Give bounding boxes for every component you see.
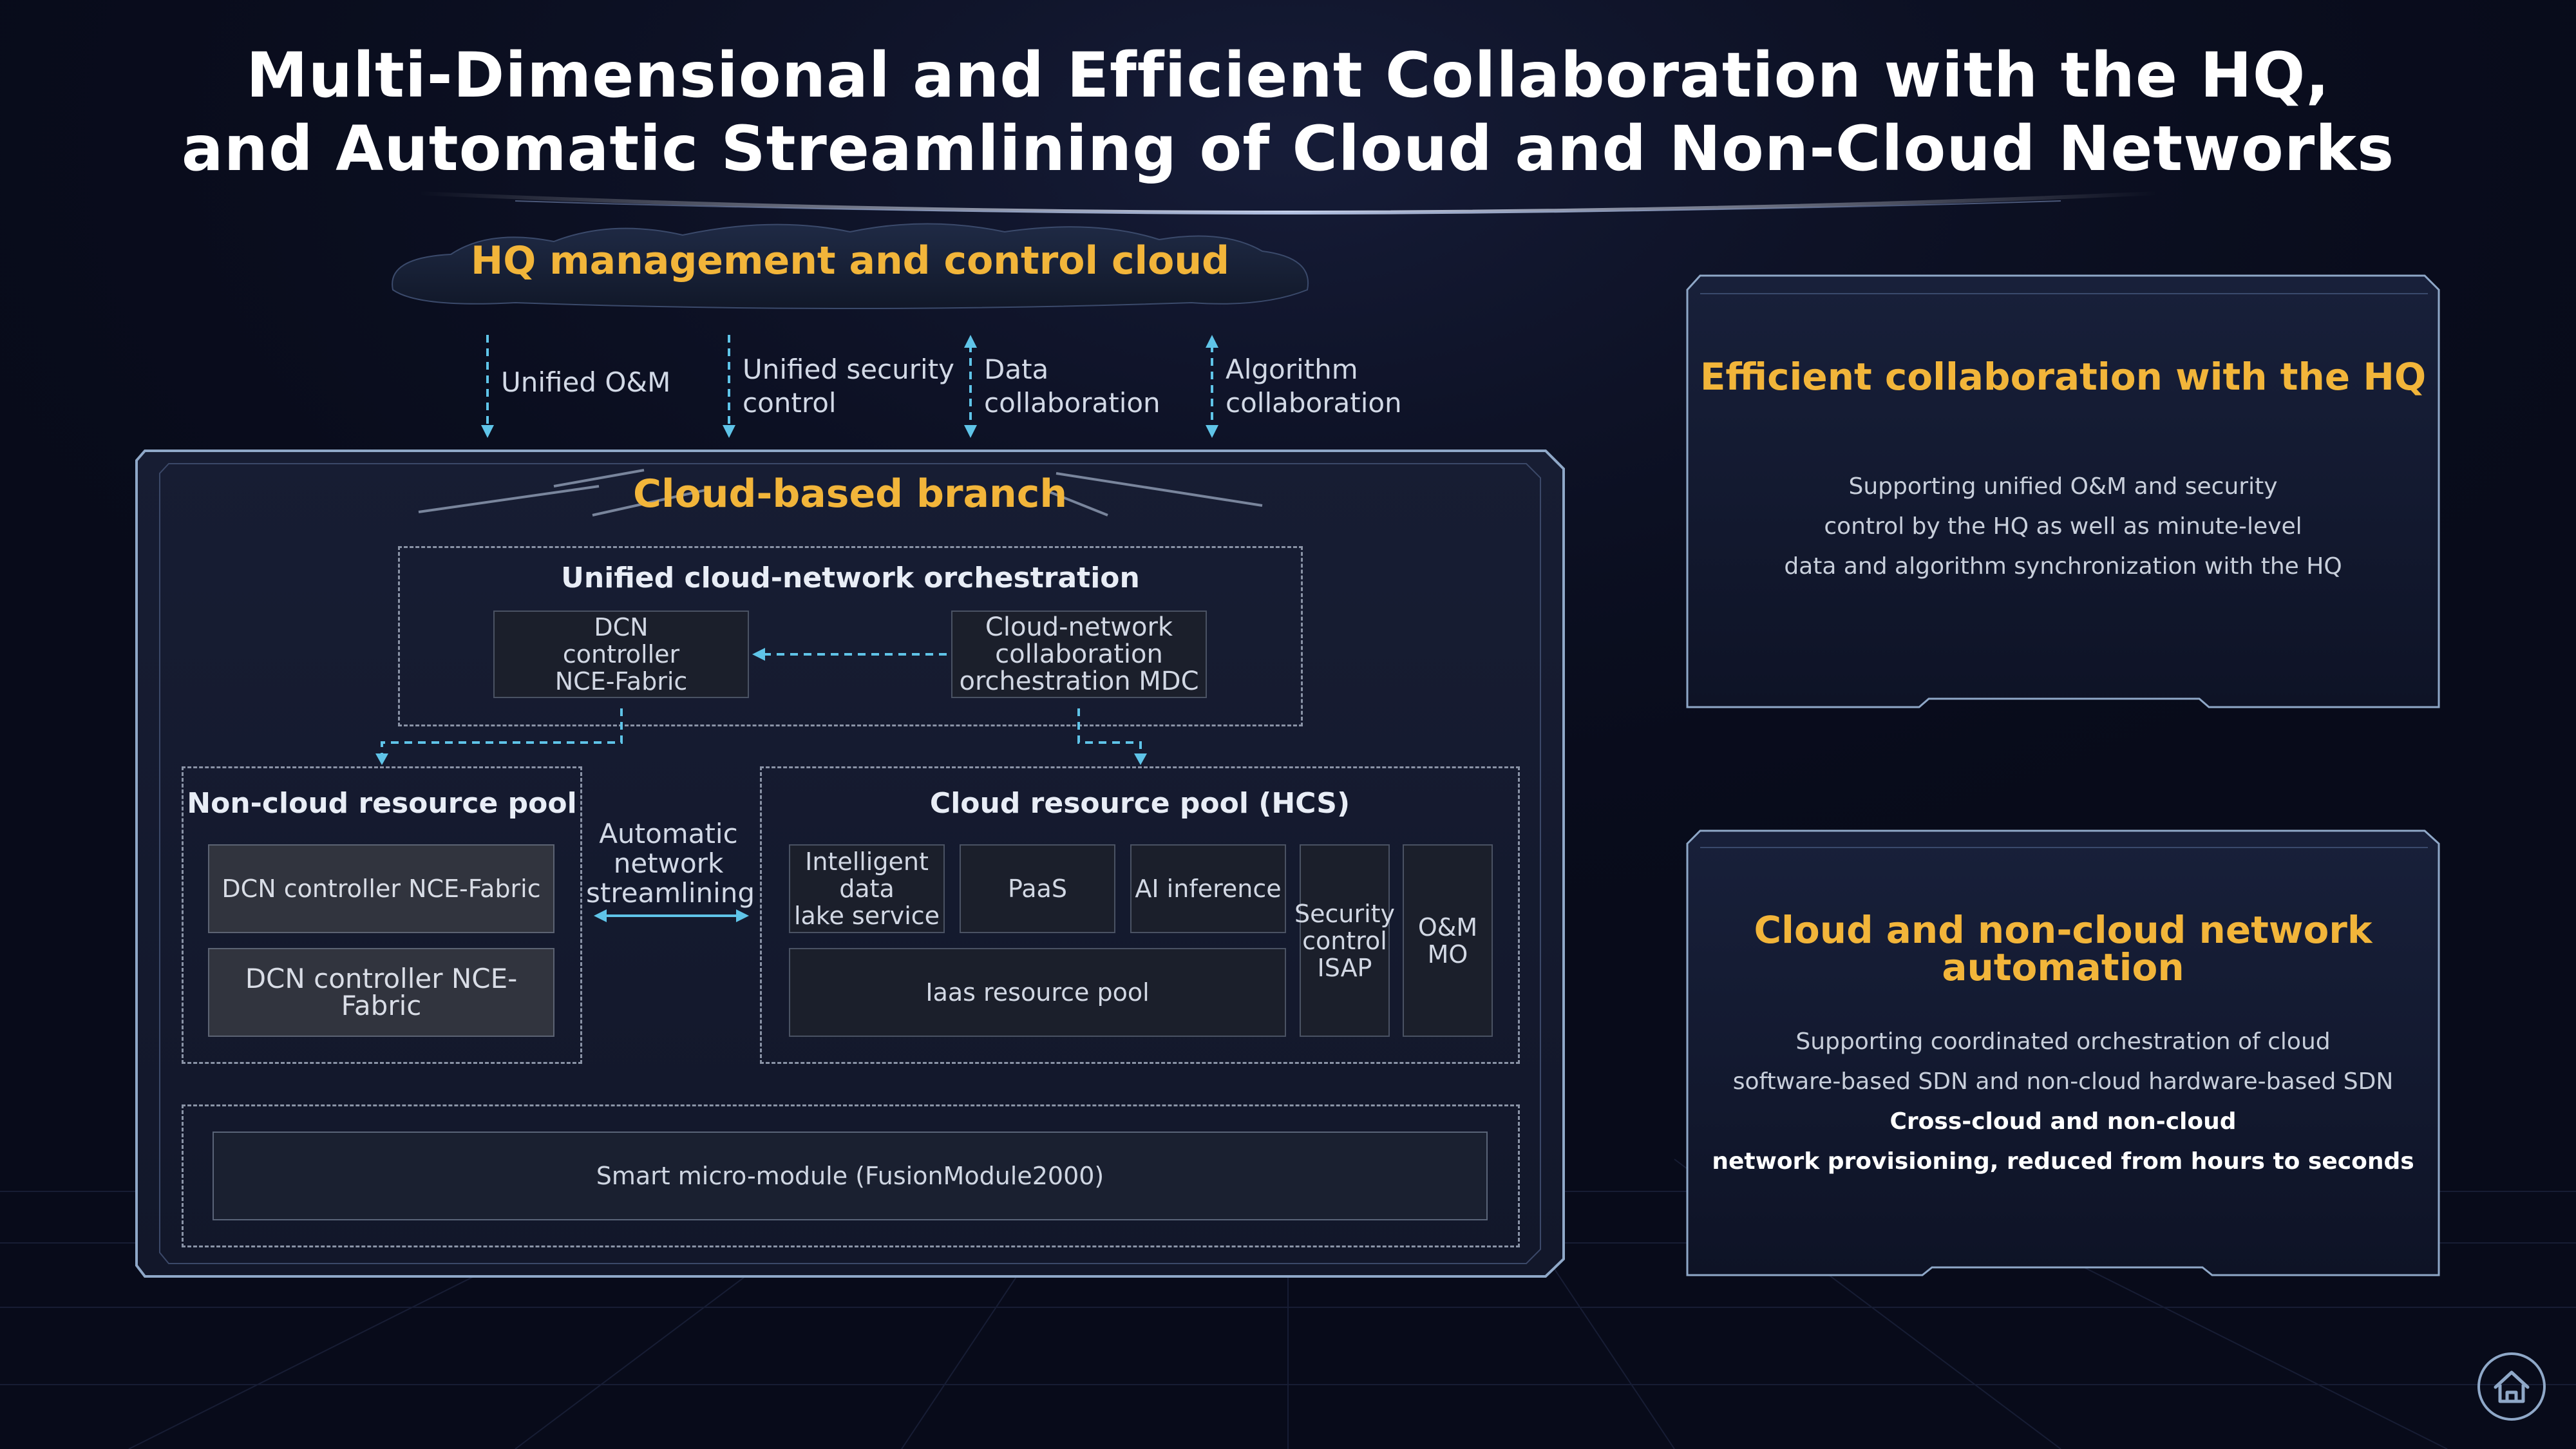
non-cloud-item-1: DCN controller NCE-Fabric (208, 844, 554, 933)
arrow-mdc-to-cloud (1077, 708, 1142, 757)
cloud-item-data-lake-label: Intelligent data lake service (793, 848, 940, 930)
non-cloud-pool-section (182, 766, 582, 1064)
page-title-line2: and Automatic Streamlining of Cloud and … (181, 113, 2395, 185)
panel-hq-collaboration-line: data and algorithm synchronization with … (1784, 553, 2342, 580)
smart-module-box: Smart micro-module (FusionModule2000) (213, 1132, 1488, 1220)
cloud-item-data-lake: Intelligent data lake service (789, 844, 945, 933)
cloud-item-security-isap: Security control ISAP (1294, 844, 1395, 1037)
mdc-box: Cloud-network collaboration orchestratio… (951, 611, 1207, 698)
panel-hq-collaboration-title: Efficient collaboration with the HQ (1700, 355, 2427, 399)
panel-network-automation-highlight: Cross-cloud and non-cloud network provis… (1687, 1102, 2439, 1182)
conn-label-algorithm-collaboration: Algorithm collaboration (1226, 354, 1402, 419)
smart-module-section (182, 1104, 1520, 1247)
cloud-item-paas: PaaS (960, 844, 1115, 933)
non-cloud-item-1-label: DCN controller NCE-Fabric (222, 875, 541, 903)
panel-network-automation-line: Supporting coordinated orchestration of … (1795, 1028, 2331, 1055)
home-button[interactable] (2476, 1351, 2547, 1422)
non-cloud-pool-title: Non-cloud resource pool (187, 787, 577, 820)
dcn-controller-box: DCN controller NCE-Fabric (493, 611, 749, 698)
mdc-label: Cloud-network collaboration orchestratio… (959, 612, 1199, 696)
cloud-item-ai-inference-label: AI inference (1135, 875, 1282, 903)
page-title: Multi-Dimensional and Efficient Collabor… (0, 39, 2576, 185)
smart-module-label: Smart micro-module (FusionModule2000) (596, 1162, 1104, 1190)
arrow-dcn-to-non-cloud (381, 708, 623, 757)
panel-network-automation-highlight-line: Cross-cloud and non-cloud (1889, 1108, 2237, 1135)
panel-network-automation-line: software-based SDN and non-cloud hardwar… (1732, 1068, 2394, 1095)
non-cloud-item-2-label: DCN controller NCE-Fabric (245, 963, 518, 1021)
panel-hq-collaboration-text: Supporting unified O&M and security cont… (1687, 467, 2439, 587)
cloud-item-paas-label: PaaS (1008, 875, 1067, 903)
cloud-item-security-isap-label: Security control ISAP (1294, 899, 1396, 982)
conn-label-unified-om: Unified O&M (501, 366, 671, 398)
orchestration-section (398, 546, 1303, 726)
page-title-line1: Multi-Dimensional and Efficient Collabor… (246, 39, 2330, 111)
cloud-item-ai-inference: AI inference (1130, 844, 1286, 933)
branch-title: Cloud-based branch (632, 471, 1068, 516)
cloud-item-iaas: Iaas resource pool (789, 948, 1286, 1037)
panel-network-automation-text: Supporting coordinated orchestration of … (1687, 1022, 2439, 1102)
panel-network-automation-highlight-line: network provisioning, reduced from hours… (1712, 1148, 2414, 1175)
cloud-item-om-mo: O&M MO (1403, 844, 1493, 1037)
panel-network-automation-title: Cloud and non-cloud network automation (1754, 908, 2372, 989)
hq-cloud-title: HQ management and control cloud (471, 238, 1229, 283)
cloud-pool-title: Cloud resource pool (HCS) (929, 787, 1350, 820)
non-cloud-item-2: DCN controller NCE-Fabric (208, 948, 554, 1037)
panel-hq-collaboration-line: control by the HQ as well as minute-leve… (1824, 513, 2302, 540)
cloud-item-om-mo-label: O&M MO (1417, 913, 1478, 969)
home-icon (2477, 1352, 2546, 1421)
orchestration-title: Unified cloud-network orchestration (561, 562, 1140, 594)
cloud-item-iaas-label: Iaas resource pool (925, 978, 1150, 1007)
conn-label-unified-security: Unified security control (743, 354, 955, 419)
conn-label-data-collaboration: Data collaboration (984, 354, 1160, 419)
automatic-streamlining-label: Automatic network streamlining (586, 818, 755, 909)
panel-hq-collaboration-line: Supporting unified O&M and security (1848, 473, 2278, 500)
cloud-pool-section (760, 766, 1520, 1064)
dcn-controller-label: DCN controller NCE-Fabric (554, 613, 688, 696)
